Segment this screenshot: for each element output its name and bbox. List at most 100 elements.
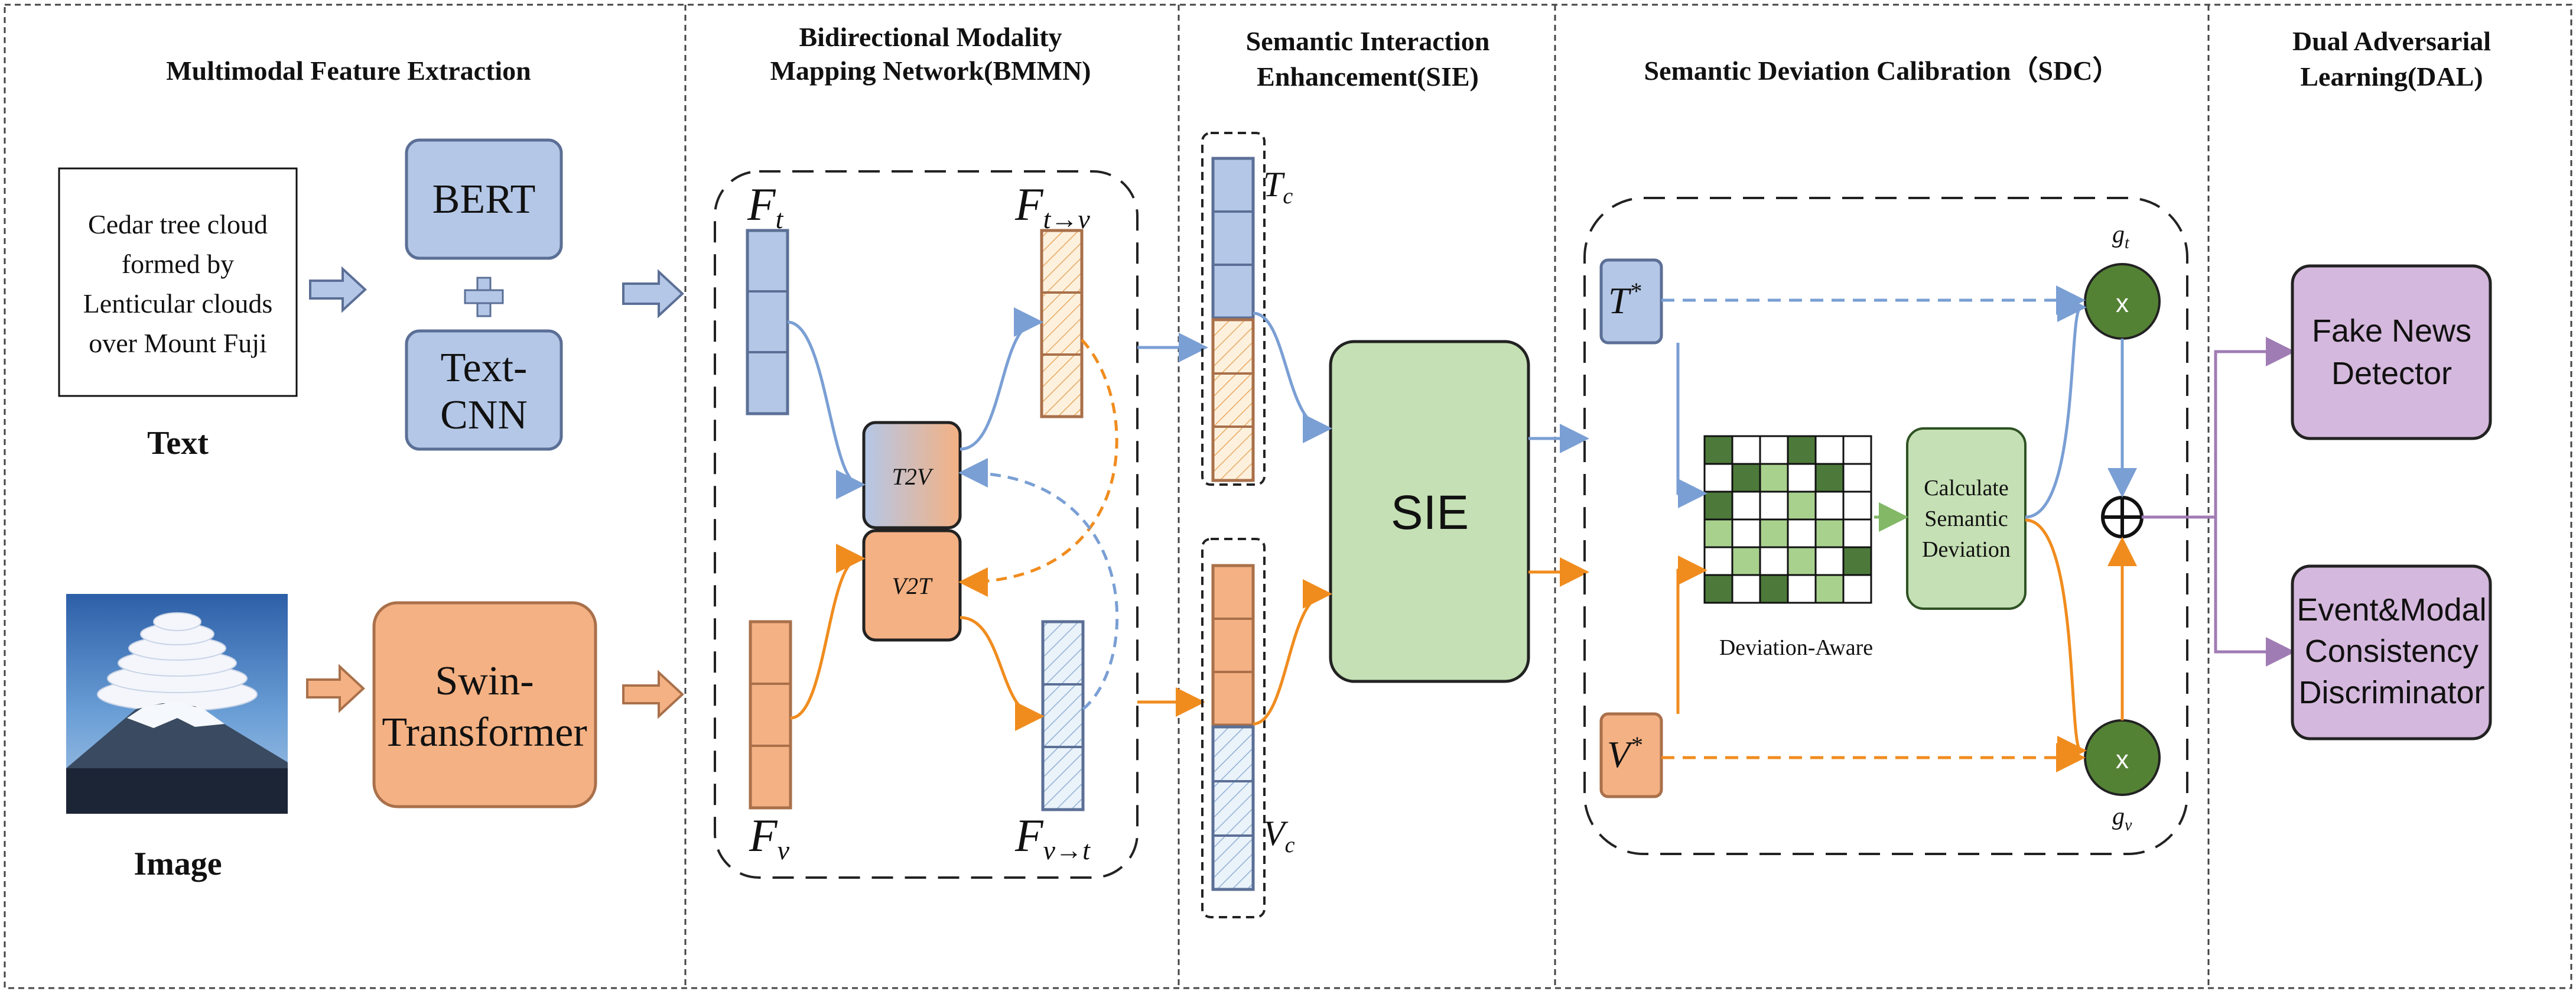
- matrix-cell: [1731, 490, 1761, 521]
- arrow-fv-to-v2t: [790, 544, 866, 720]
- detector-label-line1: Fake News: [2312, 313, 2471, 349]
- arrow-tc-to-sie: [1253, 311, 1332, 443]
- section-titles: Multimodal Feature Extraction Bidirectio…: [166, 22, 2491, 92]
- bmmn-to-sie-arrows: [1137, 333, 1208, 717]
- gate-gv-symbol: x: [2116, 745, 2129, 774]
- ftv-label: Ft→v: [1014, 178, 1090, 234]
- sie-block: [1329, 340, 1530, 683]
- text-sample-box: Cedar tree cloud formed by Lenticular cl…: [58, 167, 298, 397]
- arrow-text-to-encoders: [309, 266, 367, 313]
- arrow-v2t-to-fvt: [960, 616, 1045, 731]
- calc-label-line3: Deviation: [1922, 537, 2011, 562]
- vstar-block: [1599, 712, 1663, 798]
- text-sample-line2: formed by: [122, 249, 234, 279]
- image-foreground: [66, 768, 288, 814]
- matrix-cell: [1814, 490, 1845, 521]
- arrow-ftv-to-v2t: [958, 339, 1118, 597]
- textcnn-label-line2: CNN: [440, 392, 528, 438]
- matrix-cell: [1814, 435, 1845, 465]
- detector-label-line2: Detector: [2331, 356, 2452, 391]
- ft-column: [746, 229, 789, 415]
- text-sample-line3: Lenticular clouds: [83, 288, 273, 319]
- outer-frame: [4, 4, 2572, 989]
- sie-title-line2: Enhancement(SIE): [1257, 61, 1479, 92]
- lenticular-cloud: [97, 612, 258, 712]
- sie-arrows: [1253, 311, 1589, 726]
- matrix-cell: [1731, 574, 1761, 604]
- matrix-cell: [1731, 463, 1761, 493]
- gate-labels: gt gv: [2112, 221, 2132, 834]
- extraction-title: Multimodal Feature Extraction: [166, 56, 531, 86]
- sie-labels: Tc Vc: [1263, 165, 1295, 857]
- tstar-label: T*: [1608, 278, 1641, 321]
- fvt-label: Fv→t: [1014, 810, 1091, 865]
- arrow-calc-to-gv: [2025, 518, 2087, 765]
- matrix-cell: [1787, 490, 1817, 521]
- matrix-cell: [1703, 574, 1733, 604]
- matrix-cell: [1703, 518, 1733, 548]
- vstar-label: V*: [1607, 732, 1642, 775]
- matrix-cell: [1787, 435, 1817, 465]
- swin-transformer-block: [372, 601, 597, 808]
- bmmn-title-line1: Bidirectional Modality: [799, 22, 1062, 52]
- matrix-cell: [1703, 490, 1733, 521]
- swin-label-line1: Swin-: [435, 658, 534, 704]
- fake-news-detector-block: [2291, 264, 2492, 440]
- text-sample-line4: over Mount Fuji: [89, 328, 267, 358]
- matrix-cell: [1759, 546, 1789, 576]
- fvt-column: [1041, 620, 1085, 811]
- matrix-cell: [1787, 574, 1817, 604]
- arrow-calc-to-gt: [2025, 293, 2087, 519]
- matrix-cell: [1842, 574, 1872, 604]
- matrix-cell: [1842, 518, 1872, 548]
- matrix-cell: [1759, 518, 1789, 548]
- deviation-aware-label: Deviation-Aware: [1719, 635, 1873, 660]
- v2t-label: V2T: [892, 573, 933, 599]
- sdc-arrows: [1661, 285, 2137, 772]
- matrix-cell: [1731, 435, 1761, 465]
- matrix-cell: [1842, 463, 1872, 493]
- textcnn-label-line1: Text-: [441, 345, 528, 391]
- matrix-cell: [1842, 546, 1872, 576]
- matrix-cell: [1787, 518, 1817, 548]
- matrix-cell: [1759, 574, 1789, 604]
- matrix-cell: [1731, 518, 1761, 548]
- gate-gt-symbol: x: [2116, 289, 2129, 318]
- bmmn-frame: [714, 170, 1139, 879]
- sdc-frame: [1583, 197, 2188, 855]
- dal-title-line1: Dual Adversarial: [2292, 26, 2491, 56]
- arrow-image-to-swin: [306, 664, 365, 713]
- arrow-image-to-bmmn: [622, 670, 684, 719]
- arrow-ft-to-t2v: [787, 320, 866, 499]
- matrix-cell: [1703, 546, 1733, 576]
- ft-label: Ft: [747, 178, 784, 234]
- discriminator-label-line2: Consistency: [2305, 634, 2479, 669]
- tc-column: [1211, 157, 1255, 482]
- bmmn-labels: Ft Ft→v Fv Fv→t: [747, 178, 1091, 865]
- discriminator-label-line1: Event&Modal: [2297, 592, 2486, 628]
- bmmn-arrows: [787, 307, 1119, 731]
- matrix-cell: [1787, 546, 1817, 576]
- sie-block-label: SIE: [1391, 486, 1469, 540]
- discriminator-label-line3: Discriminator: [2298, 675, 2484, 710]
- vc-column: [1211, 564, 1255, 891]
- textcnn-block: [405, 329, 563, 451]
- dal-title-line2: Learning(DAL): [2300, 61, 2483, 92]
- sdc-title: Semantic Deviation Calibration（SDC）: [1644, 56, 2120, 86]
- swin-label-line2: Transformer: [382, 710, 587, 755]
- sie-title-line1: Semantic Interaction: [1246, 26, 1490, 56]
- t2v-label: T2V: [892, 463, 934, 490]
- calc-label-line2: Semantic: [1924, 506, 2008, 531]
- matrix-cell: [1814, 574, 1845, 604]
- matrix-cell: [1759, 490, 1789, 521]
- add-icon: [2101, 496, 2144, 538]
- arrow-text-to-bmmn: [622, 269, 684, 319]
- fv-column: [749, 620, 792, 810]
- arrow-vstar-to-matrix: [1676, 556, 1707, 714]
- gv-label: gv: [2112, 803, 2132, 834]
- plus-icon: [464, 277, 504, 317]
- image-label: Image: [134, 846, 222, 882]
- discriminator-block: [2291, 564, 2492, 740]
- arrow-to-discriminator: [2214, 517, 2295, 667]
